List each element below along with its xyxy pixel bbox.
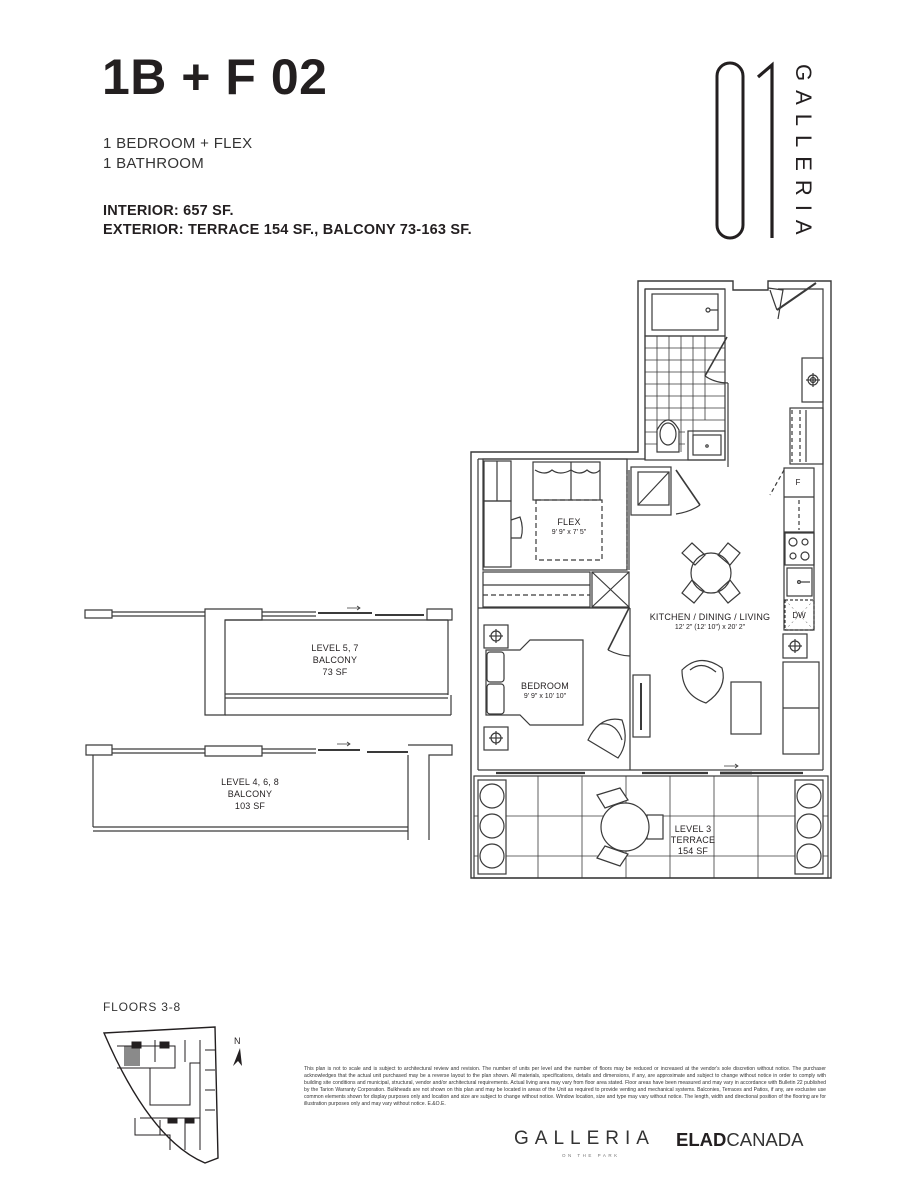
north-arrow-icon [233, 1048, 242, 1066]
unit-title: 1B + F 02 [102, 49, 328, 105]
exterior-area: EXTERIOR: TERRACE 154 SF., BALCONY 73-16… [103, 222, 472, 238]
kitchen-dimensions: 12' 2" (12' 10") x 20' 2" [674, 624, 746, 631]
bedroom-dimensions: 9' 9" x 10' 10" [523, 693, 567, 700]
brand-mark [700, 55, 840, 245]
balcony-57-area: 73 SF [322, 667, 348, 677]
kitchen-dining-living-label: KITCHEN / DINING / LIVING [649, 612, 771, 622]
balcony-57-level: LEVEL 5, 7 [311, 643, 359, 653]
balcony-57-label: BALCONY [312, 655, 358, 665]
north-label: N [234, 1036, 241, 1046]
flex-label: FLEX [557, 517, 581, 527]
elad-bold-text: ELAD [676, 1129, 727, 1150]
terrace-level-label: LEVEL 3 [674, 824, 712, 834]
bathrooms-line: 1 BATHROOM [103, 155, 205, 172]
brand-number-01-icon [715, 61, 774, 240]
balcony-468-label: BALCONY [227, 789, 273, 799]
brand-vertical-text: GALLERIA [791, 64, 816, 244]
galleria-logo: GALLERIA [514, 1128, 655, 1149]
balcony-468-level: LEVEL 4, 6, 8 [221, 777, 279, 787]
interior-area: INTERIOR: 657 SF. [103, 203, 234, 219]
terrace-label: TERRACE [670, 835, 716, 845]
balcony-468-area: 103 SF [234, 801, 266, 811]
elad-canada-logo: ELADCANADA [676, 1129, 803, 1151]
canada-light-text: CANADA [726, 1129, 804, 1150]
floors-label: FLOORS 3-8 [103, 1000, 182, 1014]
key-plan-map [102, 1026, 219, 1164]
bedroom-label: BEDROOM [521, 681, 569, 691]
bedrooms-line: 1 BEDROOM + FLEX [103, 135, 253, 152]
fridge-label: F [795, 478, 801, 487]
terrace-area: 154 SF [677, 846, 709, 856]
galleria-subtitle: ON THE PARK [562, 1153, 620, 1158]
flex-dimensions: 9' 9" x 7' 5" [551, 529, 587, 536]
disclaimer-text: This plan is not to scale and is subject… [304, 1066, 826, 1107]
dishwasher-label: DW [792, 611, 806, 620]
